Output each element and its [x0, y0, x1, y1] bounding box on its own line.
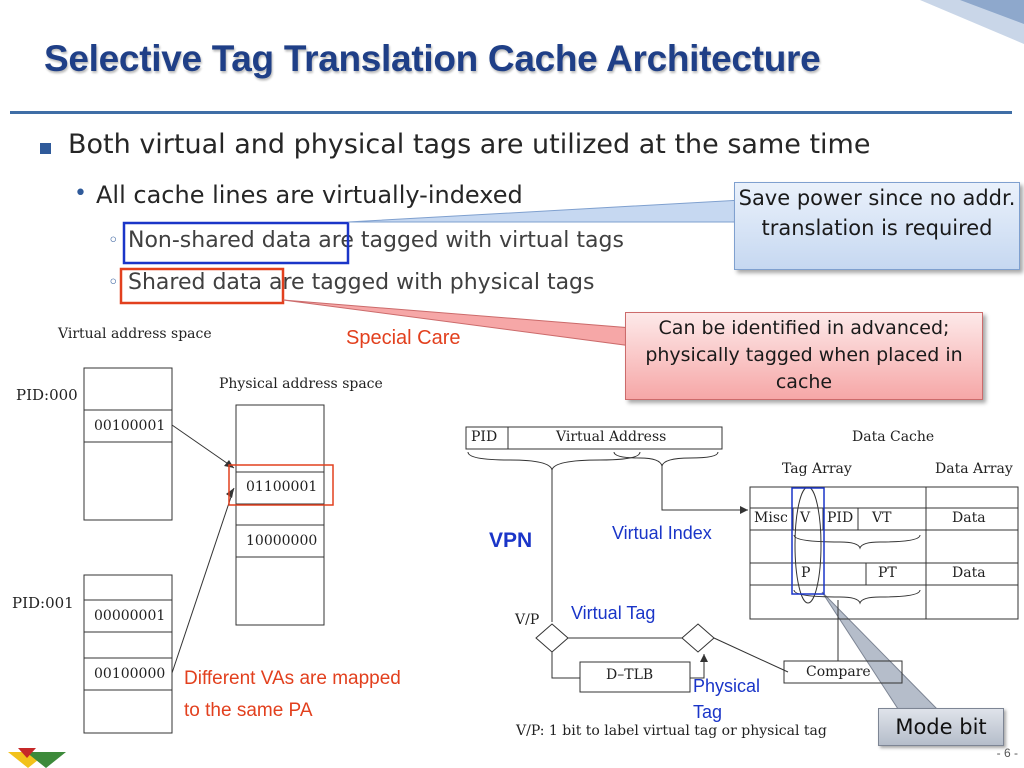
mapping-arrow-pid0	[171, 424, 235, 469]
virtual-space-label: Virtual address space	[58, 326, 212, 342]
pid-field: PID	[471, 429, 498, 445]
physical-space-label: Physical address space	[219, 376, 383, 392]
pid0-label: PID:000	[16, 386, 78, 404]
nonshared-rest: are tagged with virtual tags	[318, 228, 624, 253]
index-line	[661, 466, 748, 511]
bullet-level1: Both virtual and physical tags are utili…	[68, 129, 871, 160]
tag-array-label: Tag Array	[782, 461, 852, 477]
vp-caption: V/P: 1 bit to label virtual tag or physi…	[516, 723, 827, 739]
pid1-entry-b: 00100000	[94, 666, 166, 682]
bullet-dot-icon: •	[74, 181, 87, 206]
row2-p: P	[801, 565, 811, 581]
title-divider	[10, 111, 1012, 114]
bullet-level2: All cache lines are virtually-indexed	[96, 181, 523, 209]
data-cache-frame	[749, 486, 1019, 620]
shared-pa-highlight	[228, 464, 334, 506]
physical-tag-line1: Physical	[693, 676, 761, 696]
pid1-space	[83, 574, 173, 734]
vpn-brace	[467, 451, 641, 471]
phys-entry-b: 10000000	[246, 533, 318, 549]
row1-data: Data	[952, 510, 986, 526]
vp-diamond-right	[681, 623, 715, 653]
special-care-label: Special Care	[346, 327, 461, 349]
bullet-square-icon	[40, 143, 51, 154]
callout-save-power: Save power since no addr. translation is…	[734, 182, 1020, 270]
callout-mode-bit: Mode bit	[878, 708, 1004, 746]
compare-input-line	[713, 637, 789, 673]
tlb-output-line	[690, 654, 705, 679]
slide-title: Selective Tag Translation Cache Architec…	[44, 38, 821, 79]
row1-pid: PID	[827, 510, 854, 526]
physical-space	[235, 404, 325, 626]
bullet-circle-icon: ◦	[108, 272, 119, 293]
mode-bit-pointer	[821, 591, 942, 713]
pid0-entry: 00100001	[94, 418, 166, 434]
memory-map	[83, 367, 325, 734]
vp-diamond-left	[535, 623, 569, 653]
row1-vt: VT	[872, 510, 892, 526]
row1-misc: Misc	[754, 510, 788, 526]
virtual-index-label: Virtual Index	[612, 523, 712, 543]
address-register	[465, 426, 723, 450]
vpn-label: VPN	[489, 529, 533, 552]
mapping-arrow-pid1	[171, 487, 235, 674]
physical-tag-line2: Tag	[693, 702, 723, 722]
row2-data: Data	[952, 565, 986, 581]
pid1-entry-a: 00000001	[94, 608, 166, 624]
vp-label: V/P	[515, 612, 540, 628]
index-brace	[613, 451, 719, 467]
nonshared-box	[122, 221, 350, 265]
shared-highlight: Shared data	[128, 270, 262, 295]
compare-label: Compare	[806, 664, 871, 680]
dtlb-label: D–TLB	[606, 667, 654, 683]
tlb-input-line	[551, 652, 580, 679]
page-number: - 6 -	[996, 746, 1018, 760]
corner-decoration-inner	[960, 0, 1024, 24]
blue-callout-pointer	[347, 199, 743, 223]
dtlb-box	[579, 661, 691, 693]
bullet-circle-icon: ◦	[108, 230, 119, 251]
compare-box	[783, 660, 903, 684]
virtual-tag-label: Virtual Tag	[571, 603, 656, 623]
callout-identified: Can be identified in advanced; physicall…	[625, 312, 983, 400]
row1-v: V	[800, 510, 811, 526]
vp-bit-oval	[794, 486, 822, 604]
mapping-note-line2: to the same PA	[184, 700, 313, 721]
shared-rest: are tagged with physical tags	[269, 270, 595, 295]
data-cache-label: Data Cache	[852, 429, 935, 445]
pid1-label: PID:001	[12, 594, 74, 612]
mode-bit-highlight	[791, 487, 825, 595]
shared-box	[119, 267, 285, 305]
phys-entry-a: 01100001	[246, 479, 318, 495]
nonshared-highlight: Non-shared data	[128, 228, 312, 253]
row2-pt: PT	[878, 565, 897, 581]
virtual-address-field: Virtual Address	[556, 429, 667, 445]
bullet-shared: Shared data are tagged with physical tag…	[128, 270, 595, 295]
bullet-nonshared: Non-shared data are tagged with virtual …	[128, 228, 624, 253]
cache-datapath	[465, 426, 1019, 693]
mapping-note-line1: Different VAs are mapped	[184, 668, 401, 689]
pid0-space	[83, 367, 173, 521]
data-array-label: Data Array	[935, 461, 1013, 477]
